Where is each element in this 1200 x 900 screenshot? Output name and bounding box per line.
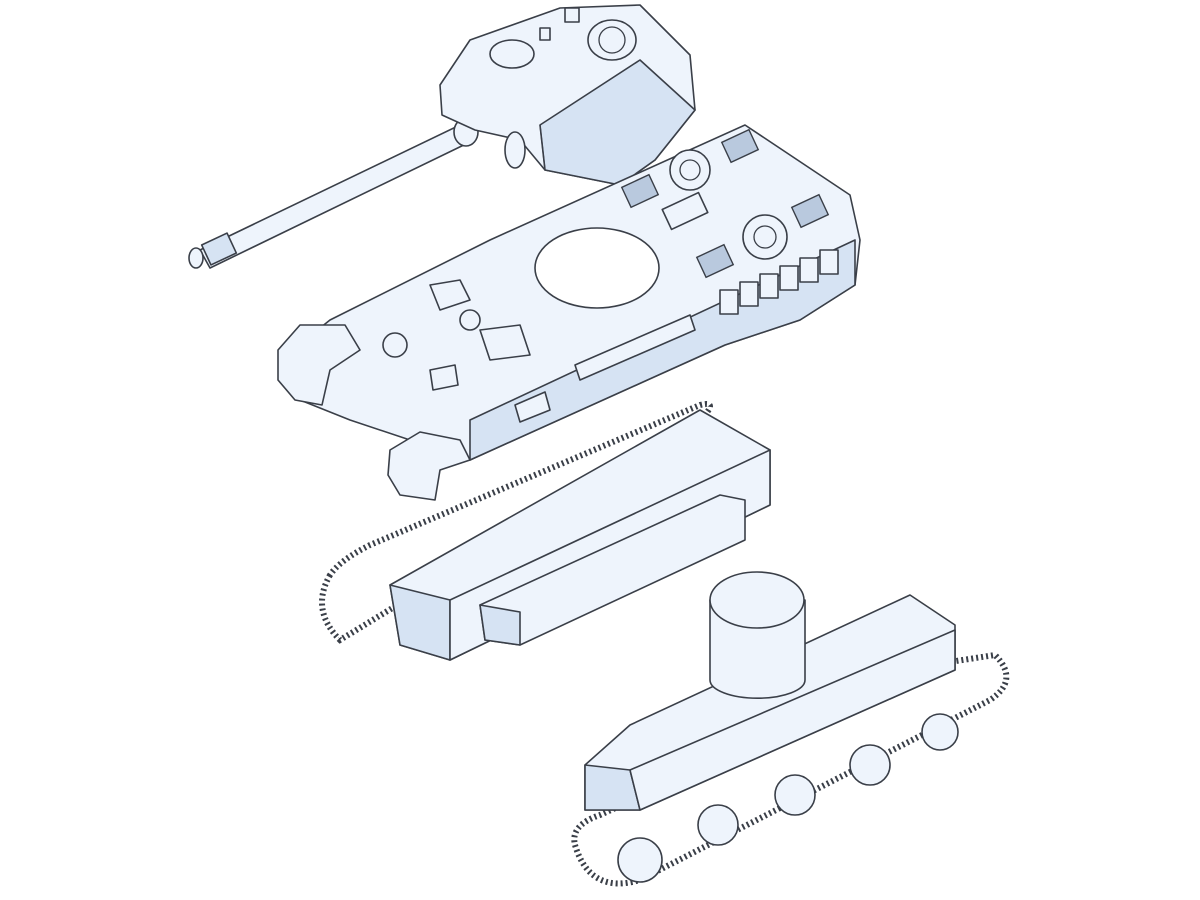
left-track-assembly <box>319 401 771 661</box>
rear-grille-blocks <box>719 249 839 315</box>
turret <box>439 4 696 186</box>
right-track-assembly <box>571 571 1010 887</box>
road-wheels <box>617 713 959 883</box>
gun-barrel <box>188 117 479 269</box>
hull <box>277 124 861 501</box>
hull-pivot-cylinder <box>709 571 806 699</box>
